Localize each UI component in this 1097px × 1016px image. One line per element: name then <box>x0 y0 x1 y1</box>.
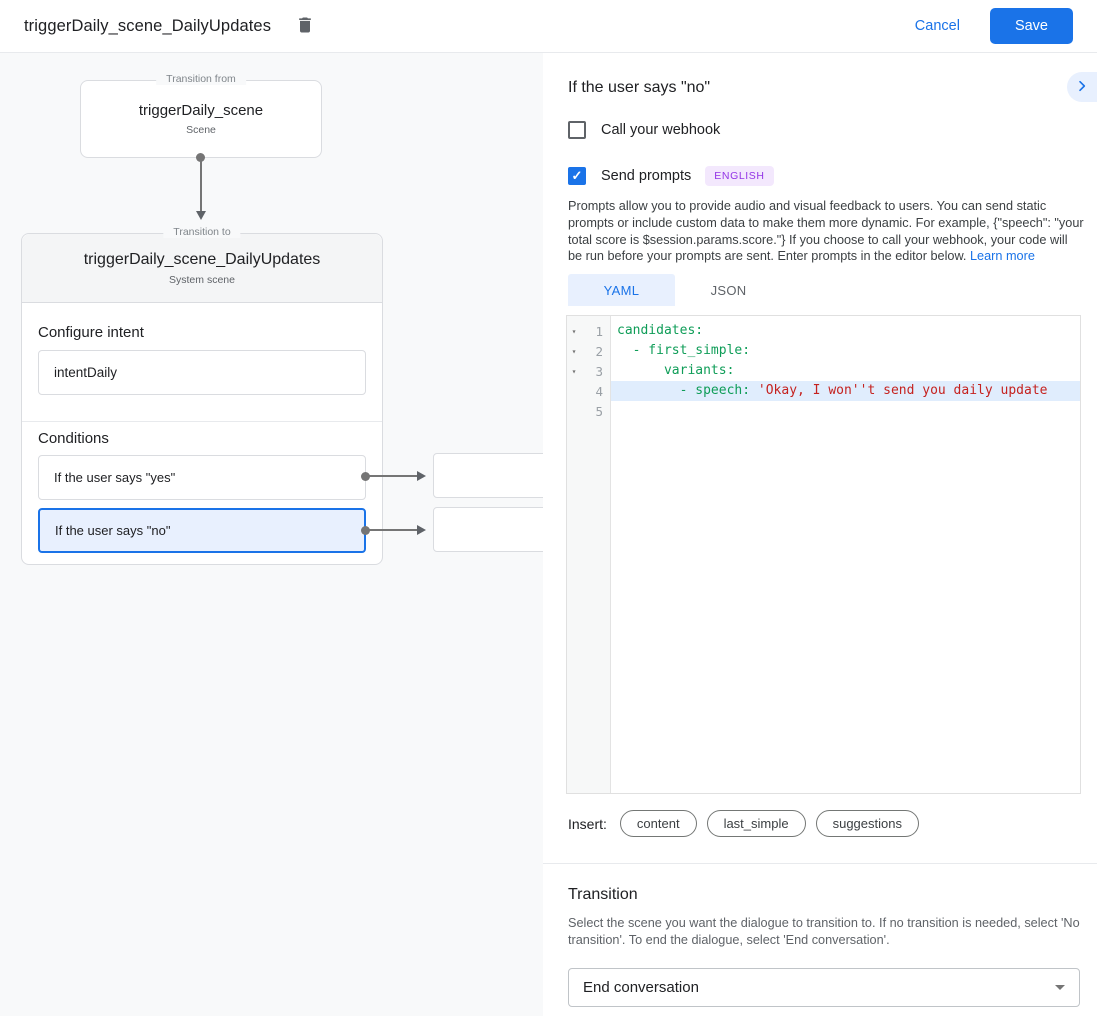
prompts-description-text: Prompts allow you to provide audio and v… <box>568 199 1084 264</box>
tab-json[interactable]: JSON <box>710 282 747 298</box>
insert-last-simple-button[interactable]: last_simple <box>706 810 806 837</box>
condition-row-no[interactable]: If the user says "no" <box>38 508 366 553</box>
chevron-right-icon <box>1074 78 1090 97</box>
cancel-button[interactable]: Cancel <box>914 18 960 34</box>
from-scene-subtitle: Scene <box>186 124 216 136</box>
language-badge: ENGLISH <box>705 166 774 186</box>
learn-more-link[interactable]: Learn more <box>970 249 1035 264</box>
code-line: - first_simple: <box>611 341 1080 361</box>
line-number: 3 <box>595 363 603 379</box>
yaml-string: 'Okay, I won''t send you daily update <box>757 383 1048 398</box>
connector-dot <box>361 526 370 535</box>
call-webhook-row[interactable]: Call your webhook <box>568 121 720 139</box>
gutter-row: ▾ 3 <box>567 361 610 381</box>
transition-description: Select the scene you want the dialogue t… <box>568 916 1080 947</box>
trash-icon <box>295 15 315 38</box>
yaml-key: - speech: <box>617 383 758 398</box>
connector-line <box>368 475 418 477</box>
fold-arrow-icon[interactable]: ▾ <box>571 366 577 376</box>
connector-line <box>368 529 418 531</box>
scene-flow-canvas: Transition from triggerDaily_scene Scene… <box>0 53 543 1016</box>
connector-dot <box>361 472 370 481</box>
connector-arrowhead <box>417 525 426 535</box>
call-webhook-label: Call your webhook <box>601 122 721 138</box>
condition-target-node[interactable] <box>433 453 543 498</box>
condition-target-node[interactable] <box>433 507 543 552</box>
transition-from-node[interactable]: Transition from triggerDaily_scene Scene <box>80 73 322 158</box>
connector-line <box>200 160 202 212</box>
connector-dot <box>196 153 205 162</box>
transition-to-card: Transition to triggerDaily_scene_DailyUp… <box>21 226 383 565</box>
transition-select[interactable]: End conversation <box>568 968 1080 1007</box>
send-prompts-label: Send prompts <box>601 168 692 184</box>
conditions-label: Conditions <box>38 430 109 447</box>
transition-to-header[interactable]: triggerDaily_scene_DailyUpdates System s… <box>22 234 382 303</box>
fold-arrow-icon[interactable]: ▾ <box>571 326 577 336</box>
to-scene-title: triggerDaily_scene_DailyUpdates <box>83 250 321 268</box>
fold-arrow-icon[interactable]: ▾ <box>571 346 577 356</box>
save-button[interactable]: Save <box>989 8 1073 44</box>
prompts-description: Prompts allow you to provide audio and v… <box>568 198 1084 265</box>
transition-to-legend: Transition to <box>163 226 241 238</box>
configure-intent-label: Configure intent <box>38 324 144 341</box>
section-divider <box>543 863 1097 864</box>
page-title: triggerDaily_scene_DailyUpdates <box>24 16 272 35</box>
card-divider <box>22 421 382 422</box>
line-number: 4 <box>595 383 603 399</box>
intent-field[interactable]: intentDaily <box>38 350 366 395</box>
insert-content-button[interactable]: content <box>619 810 697 837</box>
call-webhook-checkbox[interactable] <box>568 121 586 139</box>
top-bar: triggerDaily_scene_DailyUpdates Cancel S… <box>0 0 1097 53</box>
insert-suggestions-button[interactable]: suggestions <box>815 810 919 837</box>
line-number: 5 <box>595 403 603 419</box>
code-line: variants: <box>611 361 1080 381</box>
code-line <box>611 401 1080 421</box>
line-number: 1 <box>595 323 603 339</box>
connector-arrowhead <box>417 471 426 481</box>
send-prompts-checkbox[interactable]: ✓ <box>568 167 586 185</box>
delete-button[interactable] <box>293 14 317 38</box>
yaml-key: variants: <box>617 363 735 378</box>
check-icon: ✓ <box>571 168 583 183</box>
yaml-key: - first_simple: <box>617 343 751 358</box>
gutter-row: 4 <box>567 381 610 401</box>
transition-heading: Transition <box>568 886 638 903</box>
gutter-row: ▾ 2 <box>567 341 610 361</box>
code-line-highlighted: - speech: 'Okay, I won''t send you daily… <box>611 381 1080 401</box>
gutter-row: ▾ 1 <box>567 321 610 341</box>
connector-arrowhead <box>196 211 206 220</box>
tab-yaml[interactable]: YAML <box>568 274 675 306</box>
send-prompts-row[interactable]: ✓ Send prompts ENGLISH <box>568 166 774 186</box>
prompt-code-editor[interactable]: ▾ 1 ▾ 2 ▾ 3 4 5 <box>566 315 1081 794</box>
line-number: 2 <box>595 343 603 359</box>
transition-from-legend: Transition from <box>156 73 246 85</box>
gutter-row: 5 <box>567 401 610 421</box>
insert-label: Insert: <box>568 815 607 832</box>
editor-format-tabs: YAML JSON <box>568 274 782 306</box>
collapse-panel-button[interactable] <box>1067 72 1097 102</box>
insert-toolbar: Insert: content last_simple suggestions <box>568 810 929 837</box>
to-scene-subtitle: System scene <box>169 273 235 286</box>
editor-code-area[interactable]: candidates: - first_simple: variants: - … <box>611 316 1080 793</box>
code-line: candidates: <box>611 321 1080 341</box>
editor-gutter: ▾ 1 ▾ 2 ▾ 3 4 5 <box>567 316 611 793</box>
transition-to-body: Configure intent intentDaily Conditions … <box>22 324 382 553</box>
yaml-key: candidates: <box>617 323 704 338</box>
condition-details-panel: If the user says "no" Call your webhook … <box>543 53 1097 1016</box>
condition-panel-title: If the user says "no" <box>568 79 711 96</box>
dropdown-caret-icon <box>1055 985 1065 990</box>
from-scene-title: triggerDaily_scene <box>138 102 264 119</box>
condition-row-yes[interactable]: If the user says "yes" <box>38 455 366 500</box>
transition-select-value: End conversation <box>583 979 699 996</box>
